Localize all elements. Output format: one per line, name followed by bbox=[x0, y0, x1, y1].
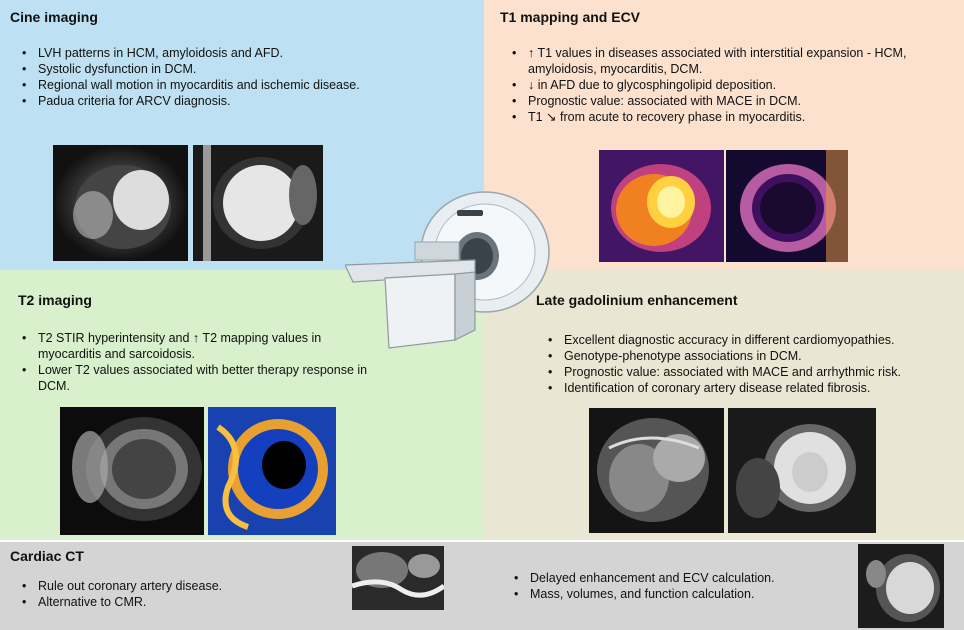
t2-map-image bbox=[208, 407, 336, 535]
cine-imaging-bullets: LVH patterns in HCM, amyloidosis and AFD… bbox=[10, 45, 484, 109]
lge-bullets: Excellent diagnostic accuracy in differe… bbox=[536, 332, 964, 396]
bullet-item: LVH patterns in HCM, amyloidosis and AFD… bbox=[22, 45, 484, 61]
bullet-item: ↓ in AFD due to glycosphingolipid deposi… bbox=[512, 77, 964, 93]
bullet-item: Delayed enhancement and ECV calculation. bbox=[514, 570, 856, 586]
cine-mri-image-1 bbox=[53, 145, 188, 261]
cine-imaging-title: Cine imaging bbox=[10, 9, 98, 25]
lge-image-2 bbox=[728, 408, 876, 533]
bullet-item: Mass, volumes, and function calculation. bbox=[514, 586, 856, 602]
t2-imaging-bullets: T2 STIR hyperintensity and ↑ T2 mapping … bbox=[10, 330, 369, 394]
cardiac-ct-panel: Cardiac CT Rule out coronary artery dise… bbox=[0, 540, 964, 630]
ecv-map-image bbox=[726, 150, 848, 262]
bullet-item: Prognostic value: associated with MACE i… bbox=[512, 93, 964, 109]
ct-myocardium-image bbox=[858, 544, 944, 628]
cine-imaging-panel: Cine imaging LVH patterns in HCM, amyloi… bbox=[0, 0, 484, 270]
t1-mapping-title: T1 mapping and ECV bbox=[500, 9, 641, 25]
cardiac-ct-title: Cardiac CT bbox=[10, 548, 84, 564]
mri-scanner-icon bbox=[345, 190, 557, 360]
bullet-item: Prognostic value: associated with MACE a… bbox=[548, 364, 964, 380]
bullet-item: Alternative to CMR. bbox=[22, 594, 344, 610]
cardiac-ct-bullets-right: Delayed enhancement and ECV calculation.… bbox=[502, 570, 856, 602]
cine-mri-image-2 bbox=[193, 145, 323, 261]
t1-mapping-bullets: ↑ T1 values in diseases associated with … bbox=[500, 45, 964, 125]
lge-panel: Late gadolinium enhancement Excellent di… bbox=[484, 270, 964, 540]
bullet-item: T1 ↘ from acute to recovery phase in myo… bbox=[512, 109, 964, 125]
t2-stir-image bbox=[60, 407, 204, 535]
t1-mapping-panel: T1 mapping and ECV ↑ T1 values in diseas… bbox=[484, 0, 964, 270]
bullet-item: Padua criteria for ARCV diagnosis. bbox=[22, 93, 484, 109]
ct-coronary-image bbox=[352, 546, 444, 610]
t1-map-image bbox=[599, 150, 724, 262]
lge-title: Late gadolinium enhancement bbox=[536, 292, 738, 308]
bullet-item: Systolic dysfunction in DCM. bbox=[22, 61, 484, 77]
bullet-item: Identification of coronary artery diseas… bbox=[548, 380, 964, 396]
bullet-item: Excellent diagnostic accuracy in differe… bbox=[548, 332, 964, 348]
bullet-item: T2 STIR hyperintensity and ↑ T2 mapping … bbox=[22, 330, 369, 362]
bullet-item: Lower T2 values associated with better t… bbox=[22, 362, 369, 394]
lge-image-1 bbox=[589, 408, 724, 533]
t2-imaging-title: T2 imaging bbox=[18, 292, 92, 308]
bullet-item: ↑ T1 values in diseases associated with … bbox=[512, 45, 964, 77]
cardiac-ct-bullets-left: Rule out coronary artery disease. Altern… bbox=[10, 578, 344, 610]
bullet-item: Regional wall motion in myocarditis and … bbox=[22, 77, 484, 93]
bullet-item: Rule out coronary artery disease. bbox=[22, 578, 344, 594]
bullet-item: Genotype-phenotype associations in DCM. bbox=[548, 348, 964, 364]
